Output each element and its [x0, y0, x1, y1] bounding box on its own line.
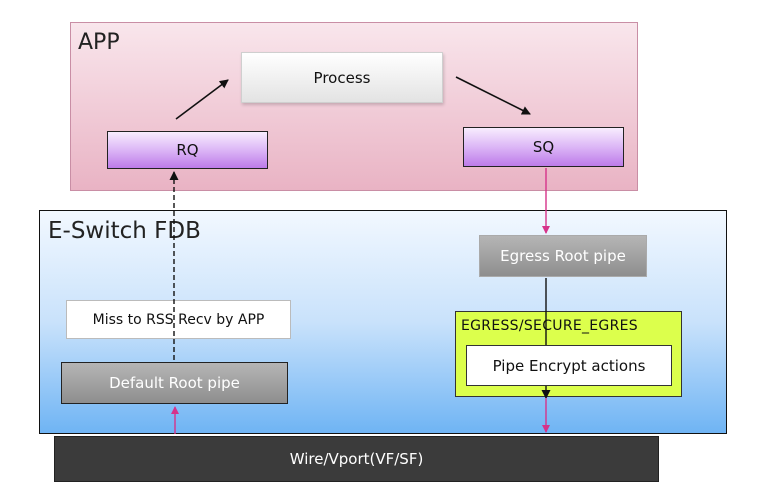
egress-secure-group-label: EGRESS/SECURE_EGRES: [461, 318, 638, 334]
default-root-pipe: Default Root pipe: [61, 362, 288, 404]
wire-vport-bar: Wire/Vport(VF/SF): [54, 436, 659, 482]
process-to-sq-arrow: [455, 76, 531, 115]
miss-to-rss-box: Miss to RSS Recv by APP: [66, 300, 291, 339]
rq-box: RQ: [107, 131, 268, 169]
app-title: APP: [78, 30, 120, 55]
sq-box: SQ: [463, 127, 624, 167]
eswitch-fdb-title: E-Switch FDB: [48, 218, 201, 244]
egress-root-pipe: Egress Root pipe: [479, 235, 647, 277]
pipe-encrypt-actions-box: Pipe Encrypt actions: [466, 345, 672, 386]
rq-to-process-arrow: [175, 79, 229, 120]
process-box: Process: [241, 52, 443, 103]
